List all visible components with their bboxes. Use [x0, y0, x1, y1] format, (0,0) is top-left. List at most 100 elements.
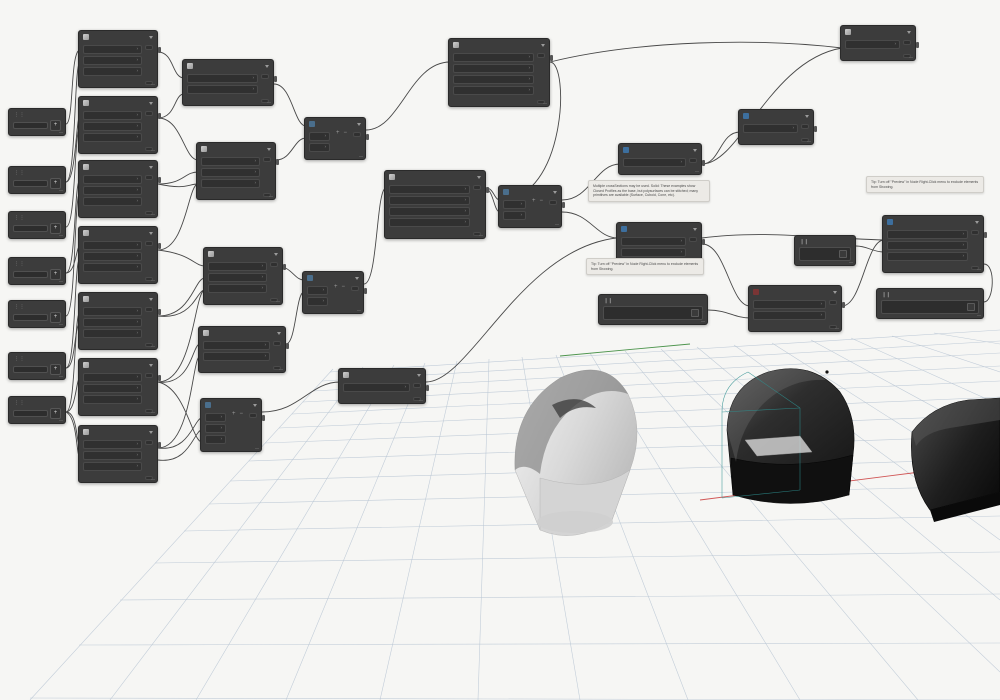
output-port[interactable]: [473, 184, 489, 193]
node-header[interactable]: [385, 171, 485, 182]
output-port-icon[interactable]: [364, 288, 367, 294]
input-port-row[interactable]: ›: [343, 382, 410, 393]
output-port-icon[interactable]: [814, 126, 817, 132]
node-inputs[interactable]: ›››: [83, 305, 142, 340]
chevron-down-icon[interactable]: [907, 30, 911, 34]
input-port-row[interactable]: ›: [503, 199, 526, 210]
code-block-header[interactable]: ❙❙: [795, 236, 855, 247]
output-port[interactable]: [903, 39, 919, 48]
output-port[interactable]: [145, 439, 161, 448]
node-header[interactable]: [339, 369, 425, 380]
input-port-row[interactable]: ›: [205, 412, 226, 423]
node-arc1[interactable]: ›››: [196, 142, 279, 200]
remove-input-icon[interactable]: −: [343, 130, 347, 136]
input-port-row[interactable]: ›: [743, 123, 798, 134]
number-stepper-icon[interactable]: +: [50, 120, 61, 131]
chevron-down-icon[interactable]: [417, 373, 421, 377]
output-port[interactable]: [145, 306, 161, 315]
chevron-down-icon[interactable]: [149, 165, 153, 169]
node-loft1[interactable]: ›: [618, 143, 705, 175]
input-port-row[interactable]: ›: [389, 206, 470, 217]
node-pt1[interactable]: ›››: [78, 30, 161, 88]
input-port-row[interactable]: ›: [203, 340, 270, 351]
resize-grip[interactable]: [479, 232, 483, 237]
node-inputs[interactable]: ››: [503, 198, 526, 222]
output-port[interactable]: [263, 156, 279, 165]
node-inputs[interactable]: ›››: [83, 371, 142, 406]
node-line2[interactable]: ››: [198, 326, 289, 373]
node-inputs[interactable]: ›››: [83, 109, 142, 144]
output-port-icon[interactable]: [286, 343, 289, 349]
node-outputs[interactable]: [473, 183, 489, 193]
output-port-icon[interactable]: [916, 42, 919, 48]
input-port-row[interactable]: ›: [83, 110, 142, 121]
chevron-down-icon[interactable]: [693, 148, 697, 152]
input-port-row[interactable]: ›: [83, 132, 142, 143]
resize-grip[interactable]: [151, 277, 155, 282]
node-inputs[interactable]: ›: [343, 381, 410, 394]
chevron-down-icon[interactable]: [274, 252, 278, 256]
input-port-row[interactable]: ›: [205, 423, 226, 434]
code-output-port-icon[interactable]: [967, 303, 975, 311]
input-port-row[interactable]: ›: [83, 196, 142, 207]
node-pt5[interactable]: ›››: [78, 292, 161, 350]
input-port-row[interactable]: ›: [187, 84, 258, 95]
input-port-row[interactable]: ›: [389, 184, 470, 195]
resize-grip[interactable]: [276, 298, 280, 303]
node-pt7[interactable]: ›››: [78, 425, 161, 483]
output-port[interactable]: [145, 110, 161, 119]
remove-input-icon[interactable]: −: [341, 284, 345, 290]
number-value-input[interactable]: [13, 122, 48, 129]
resize-grip[interactable]: [555, 221, 559, 226]
output-port-icon[interactable]: [158, 243, 161, 249]
chevron-down-icon[interactable]: [355, 276, 359, 280]
output-port[interactable]: [549, 199, 565, 208]
resize-grip[interactable]: [543, 100, 547, 105]
output-port-icon[interactable]: [158, 47, 161, 53]
number-stepper-icon[interactable]: +: [50, 408, 61, 419]
node-lc2[interactable]: ››+−: [302, 271, 367, 314]
output-port-icon[interactable]: [283, 264, 286, 270]
node-header[interactable]: [883, 216, 983, 227]
resize-grip[interactable]: [909, 54, 913, 59]
code-block-editor[interactable]: [603, 306, 703, 320]
input-port-row[interactable]: ›: [83, 66, 142, 77]
input-port-row[interactable]: ›: [307, 296, 328, 307]
number-node[interactable]: ⋮⋮+: [8, 166, 66, 194]
resize-grip[interactable]: [255, 445, 259, 450]
number-value-input[interactable]: [13, 271, 48, 278]
node-header[interactable]: [617, 223, 701, 234]
input-port-row[interactable]: ›: [453, 63, 534, 74]
node-outputs[interactable]: [829, 298, 845, 308]
node-trans[interactable]: ››: [748, 285, 845, 332]
chevron-down-icon[interactable]: [357, 122, 361, 126]
output-port[interactable]: [273, 340, 289, 349]
resize-grip[interactable]: [835, 325, 839, 330]
input-port-row[interactable]: ›: [83, 44, 142, 55]
resize-grip[interactable]: [151, 409, 155, 414]
input-port-row[interactable]: ›: [753, 310, 826, 321]
output-port[interactable]: [689, 157, 705, 166]
number-node[interactable]: ⋮⋮+: [8, 257, 66, 285]
chevron-down-icon[interactable]: [267, 147, 271, 151]
chevron-down-icon[interactable]: [149, 430, 153, 434]
input-port-row[interactable]: ›: [503, 210, 526, 221]
node-outputs[interactable]: [549, 198, 565, 208]
input-port-row[interactable]: ›: [83, 317, 142, 328]
output-port-icon[interactable]: [158, 442, 161, 448]
node-header[interactable]: [199, 327, 285, 338]
input-port-row[interactable]: ›: [83, 450, 142, 461]
canvas-note[interactable]: Tip: Turn off "Preview" in Node Right-Cl…: [586, 258, 704, 276]
input-port-row[interactable]: ›: [83, 306, 142, 317]
code-block-header[interactable]: ❙❙: [877, 289, 983, 300]
code-block-editor[interactable]: [799, 247, 851, 261]
node-outputs[interactable]: [270, 260, 286, 270]
node-inputs[interactable]: ›: [623, 156, 686, 169]
node-header[interactable]: [204, 248, 282, 259]
node-outputs[interactable]: [145, 43, 161, 53]
resize-grip[interactable]: [695, 168, 699, 173]
node-outputs[interactable]: [903, 38, 919, 48]
node-inputs[interactable]: ›››: [83, 173, 142, 208]
output-port-icon[interactable]: [158, 309, 161, 315]
node-pt6[interactable]: ›››: [78, 358, 161, 416]
